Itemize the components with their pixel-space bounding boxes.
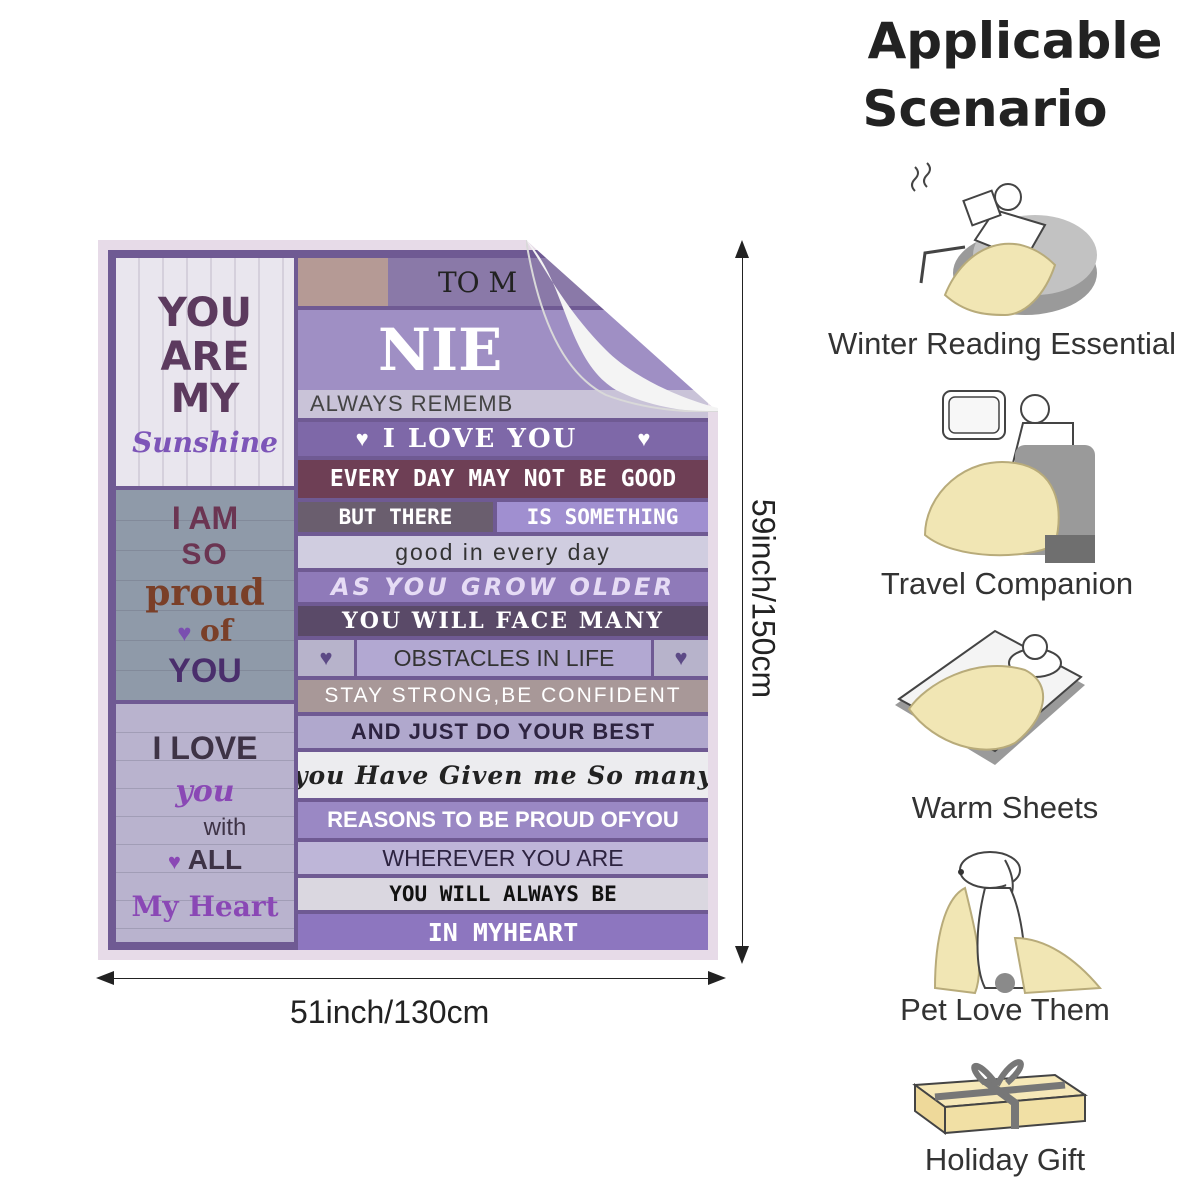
my-heart-text: My Heart <box>131 890 279 923</box>
grow-older-text: AS YOU GROW OLDER <box>331 573 675 601</box>
airplane-seat-person-icon <box>923 390 1095 563</box>
heart-icon: ♥ <box>355 426 369 451</box>
given-me-row: you Have Given me So many <box>298 752 708 798</box>
left-panel-proud: I AM SO proud ♥ of YOU <box>116 490 294 700</box>
all-line: ♥ ALL <box>116 844 294 876</box>
reasons-text: REASONS TO BE PROUD OFYOU <box>327 807 679 832</box>
folded-corner <box>526 240 718 412</box>
all-text: ALL <box>187 844 243 875</box>
are-text: ARE <box>160 334 250 380</box>
but-there-row: BUT THERE IS SOMETHING <box>298 502 708 532</box>
always-be-row: YOU WILL ALWAYS BE <box>298 878 708 910</box>
scenario-label-gift: Holiday Gift <box>924 1142 1086 1177</box>
height-dimension-line <box>742 244 743 960</box>
heart-icon: ♥ <box>637 426 651 451</box>
wherever-row: WHEREVER YOU ARE <box>298 842 708 874</box>
stay-strong-row: STAY STRONG,BE CONFIDENT <box>298 680 708 712</box>
do-best-row: AND JUST DO YOUR BEST <box>298 716 708 748</box>
good-row: good in every day <box>298 536 708 568</box>
width-label: 51inch/130cm <box>290 994 490 1030</box>
my-text: MY <box>170 376 240 422</box>
with-text: with <box>203 814 247 841</box>
niece-text: NIE <box>378 316 503 384</box>
heart-icon: ♥ <box>177 620 192 647</box>
scenario-title-line2: Scenario <box>862 80 1108 138</box>
obstacles-text: OBSTACLES IN LIFE <box>393 644 615 671</box>
arrow-up-icon <box>735 240 749 258</box>
i-am-text: I AM <box>171 500 239 536</box>
is-something-text: IS SOMETHING <box>526 505 679 529</box>
i-love-text: I LOVE <box>152 730 258 766</box>
to-my-text: TO M <box>438 265 518 299</box>
in-my-heart-row: IN MYHEART <box>298 914 708 950</box>
you-love-text: you <box>175 774 235 809</box>
blanket-product-image: YOU ARE MY Sunshine I AM SO proud ♥ of Y… <box>98 240 718 960</box>
arrow-right-icon <box>708 971 726 985</box>
sleeping-person-bed-icon <box>895 629 1085 765</box>
arrow-down-icon <box>735 946 749 964</box>
scenario-label-reading: Winter Reading Essential <box>827 326 1177 361</box>
given-me-text: you Have Given me So many <box>298 760 708 790</box>
proud-text: proud <box>145 572 265 614</box>
sunshine-text: Sunshine <box>132 426 278 459</box>
blanket-print: YOU ARE MY Sunshine I AM SO proud ♥ of Y… <box>108 250 708 950</box>
of-text: of <box>199 614 233 649</box>
you-proud-text: YOU <box>168 652 242 690</box>
so-text: SO <box>181 538 229 571</box>
scenario-title-line1: Applicable <box>867 12 1163 70</box>
face-many-text: YOU WILL FACE MANY <box>342 608 664 634</box>
dog-blanket-icon <box>933 851 1103 995</box>
gift-box-icon <box>912 1059 1088 1135</box>
good-text: good in every day <box>395 538 611 565</box>
rose-block <box>298 258 388 306</box>
in-my-heart-text: IN MYHEART <box>427 917 579 947</box>
of-line: ♥ of <box>116 614 294 649</box>
heart-icon: ♥ <box>167 849 181 874</box>
scenario-label-pet: Pet Love Them <box>900 992 1110 1027</box>
stay-strong-text: STAY STRONG,BE CONFIDENT <box>324 684 682 707</box>
every-day-row: EVERY DAY MAY NOT BE GOOD <box>298 460 708 498</box>
obstacles-row: ♥ OBSTACLES IN LIFE ♥ <box>298 640 708 676</box>
i-love-you-row: ♥ I LOVE YOU ♥ <box>298 422 708 456</box>
reading-person-icon <box>911 162 1097 317</box>
height-label: 59inch/150cm <box>745 498 782 699</box>
do-best-text: AND JUST DO YOUR BEST <box>350 719 656 744</box>
grow-older-row: AS YOU GROW OLDER <box>298 572 708 602</box>
always-be-text: YOU WILL ALWAYS BE <box>389 882 617 906</box>
but-there-text: BUT THERE <box>338 505 453 529</box>
wherever-text: WHEREVER YOU ARE <box>382 844 624 871</box>
width-dimension-line <box>100 978 720 979</box>
left-panel-love: I LOVE you with ♥ ALL My Heart <box>116 704 294 942</box>
every-day-text: EVERY DAY MAY NOT BE GOOD <box>329 466 677 492</box>
you-text: YOU <box>157 290 253 336</box>
left-panel-sunshine: YOU ARE MY Sunshine <box>116 258 294 486</box>
i-love-you-text: I LOVE YOU <box>382 424 578 454</box>
scenario-label-travel: Travel Companion <box>880 566 1134 601</box>
arrow-left-icon <box>96 971 114 985</box>
face-many-row: YOU WILL FACE MANY <box>298 606 708 636</box>
scenario-label-warm-sheets: Warm Sheets <box>911 790 1099 825</box>
heart-icon: ♥ <box>319 645 333 670</box>
always-text: ALWAYS REMEMB <box>310 391 514 416</box>
reasons-row: REASONS TO BE PROUD OFYOU <box>298 802 708 838</box>
heart-icon: ♥ <box>674 645 688 670</box>
